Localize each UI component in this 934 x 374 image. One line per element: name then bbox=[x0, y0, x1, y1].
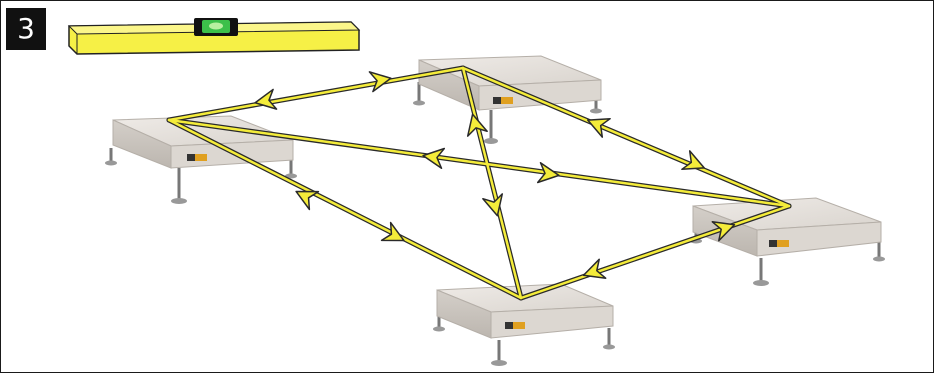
arrow-right-icon bbox=[368, 71, 392, 93]
scale-platform-right bbox=[690, 197, 885, 286]
scale-platform-left bbox=[105, 115, 297, 204]
scale-platform-back-center bbox=[413, 55, 602, 144]
step-number-badge: 3 bbox=[6, 8, 46, 50]
arrow-down-left-icon bbox=[582, 258, 607, 279]
arrow-down-icon bbox=[482, 193, 504, 217]
arrow-down-right-icon bbox=[681, 150, 705, 171]
direction-arrows bbox=[254, 71, 736, 279]
arrow-left-icon bbox=[254, 88, 278, 110]
measurement-lines bbox=[166, 65, 792, 301]
arrow-up-icon bbox=[466, 113, 488, 137]
arrow-down-right-icon bbox=[380, 221, 405, 242]
arrow-right-icon bbox=[536, 161, 560, 184]
arrow-up-left-icon bbox=[587, 117, 611, 138]
arrow-up-left-icon bbox=[295, 190, 320, 211]
spirit-level-icon bbox=[67, 18, 361, 55]
arrow-up-right-icon bbox=[711, 221, 736, 242]
arrow-left-icon bbox=[422, 147, 446, 170]
